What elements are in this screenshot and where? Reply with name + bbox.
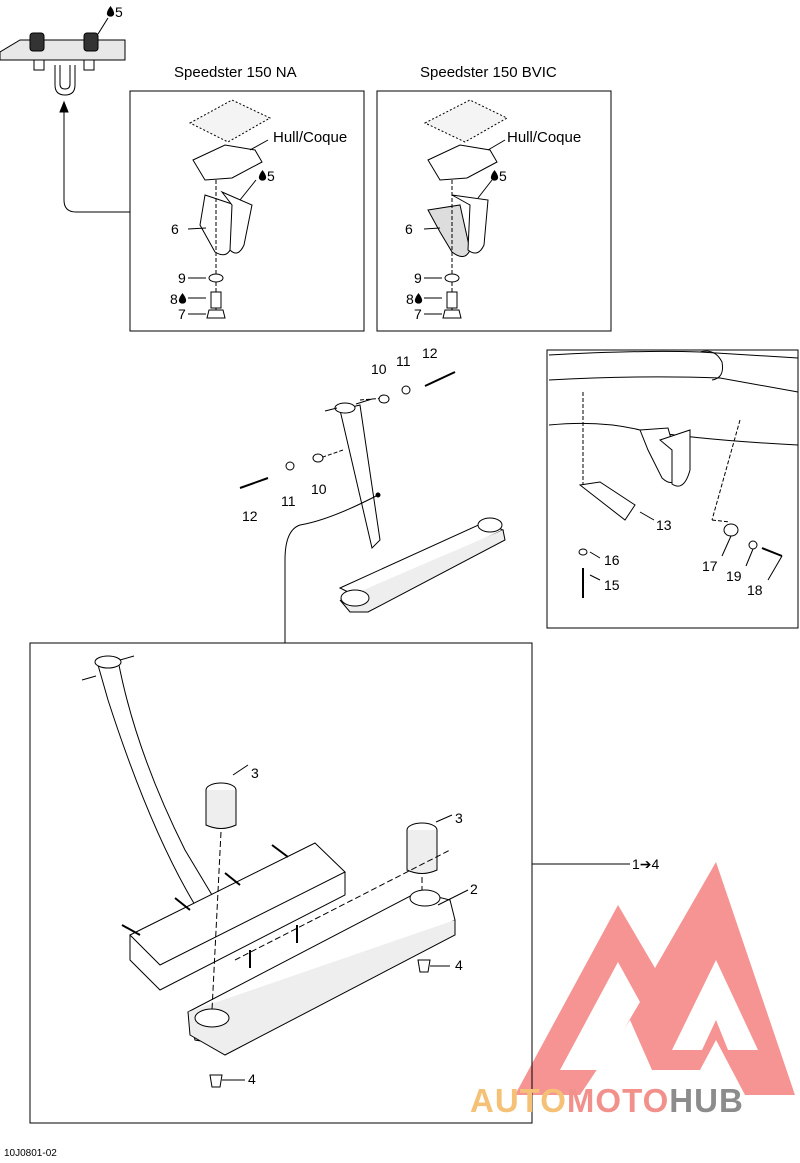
callout-3-right: 3	[455, 810, 463, 826]
callout-9-na: 9	[178, 270, 186, 286]
bvic-assembly	[423, 99, 509, 319]
drawing-code: 10J0801-02	[4, 1148, 57, 1159]
callout-4-right: 4	[455, 957, 463, 973]
callout-16: 16	[604, 552, 620, 568]
hull-section-detail	[0, 17, 130, 213]
callout-6-na: 6	[171, 221, 179, 237]
sealant-drop-icon	[490, 170, 499, 181]
ladder-exploded	[81, 655, 469, 1088]
callout-10-lower: 10	[311, 481, 327, 497]
na-assembly	[187, 99, 272, 319]
callout-15: 15	[604, 577, 620, 593]
callout-4-left: 4	[248, 1071, 256, 1087]
callout-11-upper: 11	[396, 353, 411, 369]
callout-5-na: 5	[258, 168, 275, 184]
callout-7-bvic: 7	[414, 306, 422, 322]
watermark-logo	[515, 862, 795, 1095]
callout-13: 13	[656, 517, 672, 533]
callout-7-na: 7	[178, 306, 186, 322]
callout-17: 17	[702, 558, 718, 574]
callout-6-bvic: 6	[405, 221, 413, 237]
bracket-detail	[548, 350, 799, 598]
na-box	[129, 90, 365, 332]
hull-label-bvic: Hull/Coque	[507, 129, 582, 146]
callout-12-lower: 12	[242, 508, 258, 524]
bvic-box	[376, 90, 612, 332]
callout-2: 2	[470, 881, 478, 897]
callout-12-upper: 12	[422, 345, 438, 361]
callout-18: 18	[747, 582, 763, 598]
hull-label-na: Hull/Coque	[273, 129, 348, 146]
callout-19: 19	[726, 568, 742, 584]
watermark-text: AUTOMOTOHUB	[470, 1082, 744, 1119]
sealant-drop-icon	[178, 293, 186, 304]
callout-3-left: 3	[251, 765, 259, 781]
callout-8-na: 8	[170, 291, 187, 307]
sealant-drop-icon	[106, 6, 115, 17]
bvic-title: Speedster 150 BVIC	[420, 64, 557, 81]
callout-5-bvic: 5	[490, 168, 507, 184]
callout-8-bvic: 8	[406, 291, 423, 307]
sealant-drop-icon	[414, 293, 422, 304]
ladder-detail-box	[29, 642, 533, 1124]
na-title: Speedster 150 NA	[174, 64, 297, 81]
ladder-middle	[239, 371, 630, 865]
bracket-detail-box	[546, 349, 799, 629]
callout-10-upper: 10	[371, 361, 387, 377]
sealant-drop-icon	[258, 170, 267, 181]
callout-9-bvic: 9	[414, 270, 422, 286]
callout-1-to-4: 1➔4	[632, 856, 660, 872]
callout-11-lower: 11	[281, 493, 296, 509]
callout-5-top: 5	[106, 4, 123, 20]
